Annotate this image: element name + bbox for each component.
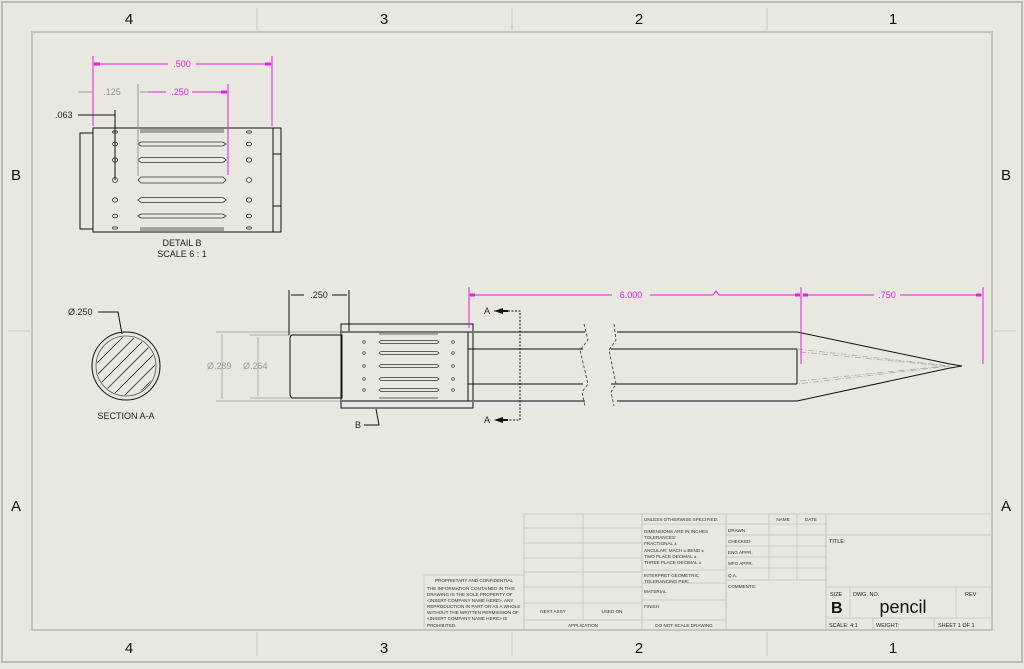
size-label: SIZE: [830, 592, 843, 598]
zone-top-1: 1: [889, 11, 897, 28]
proprietary-heading: PROPRIETARY AND CONFIDENTIAL: [435, 578, 514, 583]
zone-left-b: B: [11, 167, 21, 184]
dim-ferrule-diameter: Ø.264: [243, 361, 268, 371]
svg-text:REPRODUCTION IN PART OR AS A W: REPRODUCTION IN PART OR AS A WHOLE: [427, 604, 520, 609]
checked-row: CHECKED: [728, 539, 751, 544]
used-on-label: USED ON: [602, 609, 623, 614]
finish-label: FINISH: [644, 604, 659, 609]
svg-text:TWO PLACE DECIMAL ±: TWO PLACE DECIMAL ±: [644, 554, 697, 559]
svg-text:DRAWING IS THE SOLE PROPERTY O: DRAWING IS THE SOLE PROPERTY OF: [427, 592, 513, 597]
zone-top-4: 4: [125, 11, 133, 28]
zone-dividers: [8, 8, 1016, 656]
dim-body-length: 6.000: [620, 290, 643, 300]
dim-section-diameter: Ø.250: [68, 307, 93, 317]
svg-text:TOLERANCING PER:: TOLERANCING PER:: [644, 579, 689, 584]
unless-specified-label: UNLESS OTHERWISE SPECIFIED:: [644, 517, 718, 522]
svg-text:PROHIBITED.: PROHIBITED.: [427, 623, 456, 628]
svg-text:THE INFORMATION CONTAINED IN T: THE INFORMATION CONTAINED IN THIS: [427, 586, 515, 591]
detail-callout-b: B: [355, 420, 361, 430]
svg-text:DIMENSIONS ARE IN INCHES: DIMENSIONS ARE IN INCHES: [644, 529, 708, 534]
dim-ferrule-length: .250: [310, 290, 328, 300]
section-label-top: A: [484, 306, 490, 316]
dim-detail-overall: .500: [173, 59, 191, 69]
rev-label: REV: [965, 592, 977, 598]
title-block: [423, 513, 993, 631]
zone-right-a: A: [1001, 498, 1011, 515]
zone-bottom-1: 1: [889, 640, 897, 657]
comments-row: COMMENTS:: [728, 584, 756, 589]
zone-left-a: A: [11, 498, 21, 515]
zone-bottom-3: 3: [380, 640, 388, 657]
svg-text:ANGULAR: MACH ± BEND ±: ANGULAR: MACH ± BEND ±: [644, 548, 704, 553]
svg-text:THREE PLACE DECIMAL ±: THREE PLACE DECIMAL ±: [644, 560, 702, 565]
sheet-number: SHEET 1 OF 1: [938, 623, 975, 629]
svg-text:<INSERT COMPANY NAME HERE>. A: <INSERT COMPANY NAME HERE>. ANY: [427, 598, 513, 603]
dwg-no-label: DWG. NO.: [853, 592, 880, 598]
section-a-a-title: SECTION A-A: [97, 411, 154, 421]
mfg-appr-row: MFG APPR.: [728, 561, 753, 566]
drawn-row: DRAWN: [728, 528, 745, 533]
dim-detail-offset: .125: [103, 87, 121, 97]
svg-text:WITHOUT THE WRITTEN PERMISSION: WITHOUT THE WRITTEN PERMISSION OF: [427, 610, 519, 615]
size-value: B: [831, 600, 843, 617]
eng-appr-row: ENG APPR.: [728, 550, 753, 555]
qa-row: Q.A.: [728, 573, 737, 578]
title-block-text: PROPRIETARY AND CONFIDENTIAL THE INFORMA…: [427, 517, 977, 629]
dim-detail-hole: .063: [55, 110, 73, 120]
zone-bottom-2: 2: [635, 640, 643, 657]
svg-text:TOLERANCES:: TOLERANCES:: [644, 535, 676, 540]
detail-b-title: DETAIL B: [162, 238, 201, 248]
scale-value: SCALE: 4:1: [829, 623, 858, 629]
section-a-a-view[interactable]: Ø.250 SECTION A-A: [68, 307, 172, 421]
zone-bottom-4: 4: [125, 640, 133, 657]
next-assy-label: NEXT ASSY: [540, 609, 565, 614]
date-column: DATE: [805, 517, 817, 522]
title-label: TITLE:: [829, 539, 846, 545]
zone-top-2: 2: [635, 11, 643, 28]
zone-right-b: B: [1001, 167, 1011, 184]
svg-text:<INSERT COMPANY NAME HERE> IS: <INSERT COMPANY NAME HERE> IS: [427, 616, 507, 621]
svg-text:INTERPRET GEOMETRIC: INTERPRET GEOMETRIC: [644, 573, 700, 578]
section-label-bottom: A: [484, 415, 490, 425]
dim-tip-length: .750: [878, 290, 896, 300]
detail-b-view[interactable]: .500 .125 .250 .063 DETAIL B SCALE 6 : 1: [55, 56, 282, 259]
dwg-no-value: pencil: [879, 597, 926, 617]
do-not-scale-label: DO NOT SCALE DRAWING: [655, 623, 713, 628]
weight-label: WEIGHT:: [876, 623, 899, 629]
dim-body-diameter: Ø.289: [207, 361, 232, 371]
detail-b-scale: SCALE 6 : 1: [157, 249, 207, 259]
material-label: MATERIAL: [644, 589, 667, 594]
zone-top-3: 3: [380, 11, 388, 28]
svg-text:FRACTIONAL ±: FRACTIONAL ±: [644, 541, 677, 546]
dim-detail-slot: .250: [171, 87, 189, 97]
application-label: APPLICATION: [568, 623, 598, 628]
name-column: NAME: [776, 517, 789, 522]
pencil-main-view[interactable]: A A B .250 Ø.289 Ø.264 6.000 .750: [207, 287, 984, 430]
